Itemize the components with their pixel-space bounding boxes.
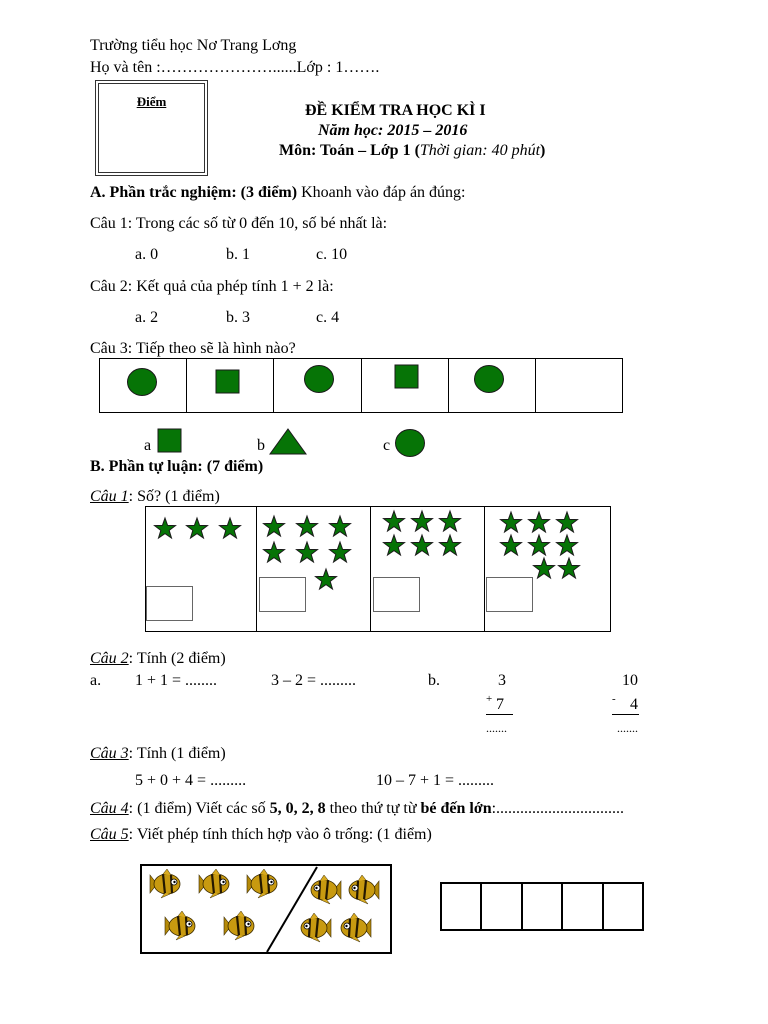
triangle-icon[interactable]: [268, 428, 308, 456]
b-q4-line: Câu 4: (1 điểm) Viết các số 5, 0, 2, 8 t…: [90, 801, 624, 817]
minus-sign: -: [612, 693, 616, 705]
b-q3-text: : Tính (1 điểm): [128, 745, 226, 762]
q1-text: Câu 1: Trong các số từ 0 đến 10, số bé n…: [90, 215, 388, 232]
star-group-1: [146, 507, 257, 631]
col2-top: 10: [622, 672, 638, 689]
circle-icon: [473, 365, 504, 393]
equation-box-5[interactable]: [604, 884, 642, 929]
pattern-answer-cell[interactable]: [536, 359, 622, 412]
b-q2-heading: Câu 2: Tính (2 điểm): [90, 651, 226, 667]
pattern-cell: [274, 359, 362, 412]
answer-box-1[interactable]: [146, 586, 193, 621]
b-q4-text-mid: theo thứ tự từ: [325, 800, 421, 817]
star-group-2: [257, 507, 371, 631]
b-q5-label: Câu 5: [90, 826, 129, 843]
b-q3-heading: Câu 3: Tính (1 điểm): [90, 746, 226, 762]
fish-picture: [140, 864, 392, 954]
pattern-cell: [449, 359, 536, 412]
equation-box-1[interactable]: [442, 884, 483, 929]
answer-box-4[interactable]: [486, 577, 533, 612]
school-year: Năm học: 2015 – 2016: [318, 122, 468, 139]
pattern-cell: [187, 359, 275, 412]
b-q2-expr-2[interactable]: 3 – 2 = .........: [271, 672, 357, 689]
equation-answer-boxes: [440, 882, 644, 931]
q2-option-c[interactable]: c. 4: [316, 309, 340, 326]
col2-rule: [612, 714, 639, 715]
col1-result[interactable]: .......: [486, 721, 507, 735]
pattern-cell: [362, 359, 449, 412]
duration-text: Thời gian: 40 phút: [419, 142, 541, 159]
q1-option-c[interactable]: c. 10: [316, 246, 348, 263]
b-q4-numbers: 5, 0, 2, 8: [269, 800, 326, 817]
school-name: Trường tiểu học Nơ Trang Lơng: [90, 37, 297, 54]
score-box: Điểm: [95, 80, 208, 176]
circle-icon[interactable]: [394, 428, 426, 458]
part-a-title: A. Phần trắc nghiệm: (3 điểm): [90, 184, 298, 201]
b-q5-text: : Viết phép tính thích hợp vào ô trống: …: [128, 826, 432, 843]
q2-option-a[interactable]: a. 2: [135, 309, 159, 326]
col1-top: 3: [498, 672, 506, 689]
b-q2-text: : Tính (2 điểm): [128, 650, 226, 667]
star-icons: [154, 510, 580, 590]
star-group-3: [371, 507, 485, 631]
pattern-cell: [100, 359, 188, 412]
b-q4-order: bé đến lớn: [420, 800, 492, 817]
plus-sign: +: [486, 693, 493, 705]
subject-text: Môn: Toán – Lớp 1 (: [279, 142, 420, 159]
star-count-table: [145, 506, 611, 632]
fish-illustration: [148, 866, 390, 952]
part-b-heading: B. Phần tự luận: (7 điểm): [90, 458, 264, 475]
q3-option-b-label[interactable]: b: [257, 437, 265, 454]
b-q2-label: Câu 2: [90, 650, 129, 667]
shape-pattern-row: [99, 358, 623, 413]
b-q3-label: Câu 3: [90, 745, 129, 762]
square-icon[interactable]: [157, 428, 183, 454]
b-q4-text: : (1 điểm) Viết các số: [128, 800, 270, 817]
answer-box-3[interactable]: [373, 577, 420, 612]
exam-title: ĐỀ KIỂM TRA HỌC KÌ I: [305, 102, 486, 119]
part-a-instruction: Khoanh vào đáp án đúng:: [297, 184, 466, 201]
b-q2-part-a-label: a.: [90, 672, 102, 689]
subject-close: ): [540, 142, 546, 159]
equation-box-2[interactable]: [482, 884, 523, 929]
b-q1-text: : Số? (1 điểm): [128, 488, 220, 505]
b-q3-expr-2[interactable]: 10 – 7 + 1 = .........: [376, 772, 495, 789]
circle-icon: [127, 368, 157, 396]
q2-text: Câu 2: Kết quả của phép tính 1 + 2 là:: [90, 278, 334, 295]
b-q1-heading: Câu 1: Số? (1 điểm): [90, 489, 220, 505]
col2-result[interactable]: .......: [617, 721, 638, 735]
b-q1-label: Câu 1: [90, 488, 129, 505]
col1-rule: [486, 714, 513, 715]
q3-option-c-label[interactable]: c: [383, 437, 391, 454]
b-q4-label: Câu 4: [90, 800, 129, 817]
b-q3-expr-1[interactable]: 5 + 0 + 4 = .........: [135, 772, 247, 789]
square-icon: [215, 369, 240, 394]
col1-bottom: 7: [496, 696, 504, 713]
square-icon: [394, 364, 419, 389]
q2-option-b[interactable]: b. 3: [226, 309, 250, 326]
col2-bottom: 4: [630, 696, 638, 713]
answer-box-2[interactable]: [259, 577, 306, 612]
b-q2-expr-1[interactable]: 1 + 1 = ........: [135, 672, 218, 689]
student-name-line: Họ và tên :…………………......Lớp : 1…….: [90, 59, 380, 76]
b-q4-answer-line[interactable]: :................................: [491, 800, 625, 817]
q3-text: Câu 3: Tiếp theo sẽ là hình nào?: [90, 340, 296, 357]
equation-box-4[interactable]: [563, 884, 604, 929]
b-q5-heading: Câu 5: Viết phép tính thích hợp vào ô tr…: [90, 827, 432, 843]
part-a-heading: A. Phần trắc nghiệm: (3 điểm) Khoanh vào…: [90, 185, 466, 201]
subject-line: Môn: Toán – Lớp 1 (Thời gian: 40 phút): [279, 143, 545, 159]
circle-icon: [304, 365, 335, 393]
q3-option-a-label[interactable]: a: [144, 437, 152, 454]
b-q2-part-b-label: b.: [428, 672, 440, 689]
q1-option-a[interactable]: a. 0: [135, 246, 159, 263]
score-label: Điểm: [136, 94, 167, 109]
q1-option-b[interactable]: b. 1: [226, 246, 250, 263]
equation-box-3[interactable]: [523, 884, 564, 929]
